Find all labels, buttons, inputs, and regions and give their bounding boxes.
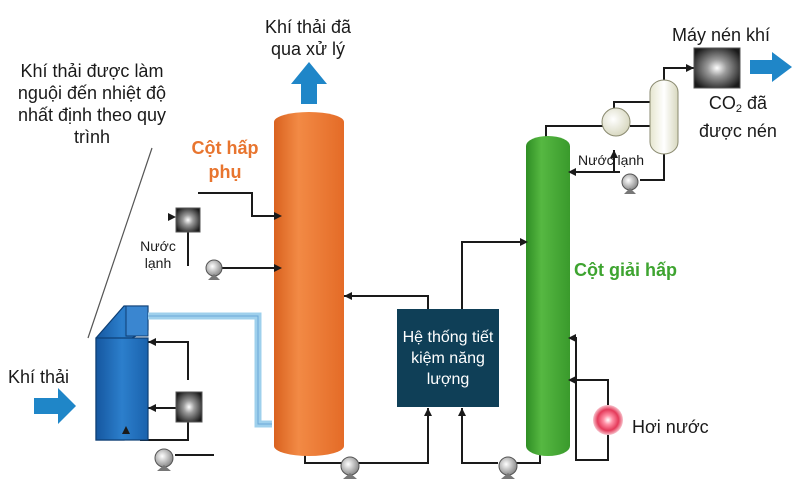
cooling-water-right-label: Nước lạnh [578, 152, 645, 168]
treated-gas-outlet-arrow [291, 62, 327, 104]
energy-saving-system: Hệ thống tiết kiệm năng lượng [397, 309, 499, 407]
pump-icon [205, 259, 223, 280]
absorber-column [274, 112, 344, 456]
pump-icon [621, 173, 639, 194]
flue-gas-inlet-arrow [34, 388, 76, 424]
heat-exchanger-icon [175, 207, 201, 233]
flue-gas-label: Khí thải [8, 367, 70, 387]
co2-compressed-label: CO2 đã được nén [688, 92, 788, 142]
compressor-icon [693, 47, 741, 89]
absorber-label: Cột hấp phụ [191, 138, 259, 182]
heat-exchanger-icon [175, 391, 203, 423]
reflux-drum [649, 79, 679, 155]
pump-icon [154, 448, 174, 471]
pump-icon [498, 456, 518, 479]
co2-outlet-arrow [750, 52, 792, 82]
compressor-label: Máy nén khí [671, 25, 771, 45]
steam-heater-icon [593, 405, 623, 435]
reflux-condenser [601, 107, 631, 137]
cooled-gas-label: Khí thải được làm nguội đến nhiệt độ nhấ… [17, 61, 167, 147]
steam-label: Hơi nước [632, 417, 709, 437]
flue-gas-duct [148, 312, 272, 428]
treated-gas-label: Khí thải đã qua xử lý [264, 17, 352, 59]
co2-suffix: đã được nén [699, 93, 777, 141]
stripper-column [526, 136, 570, 456]
flow-arrow-icon [122, 64, 694, 434]
co2-subscript: 2 [735, 103, 743, 115]
co2-prefix: CO [708, 93, 736, 113]
pump-icon [340, 456, 360, 479]
quench-tower [95, 305, 149, 441]
cooling-water-left-label: Nước lạnh [140, 238, 176, 271]
stripper-label: Cột giải hấp [574, 260, 677, 280]
